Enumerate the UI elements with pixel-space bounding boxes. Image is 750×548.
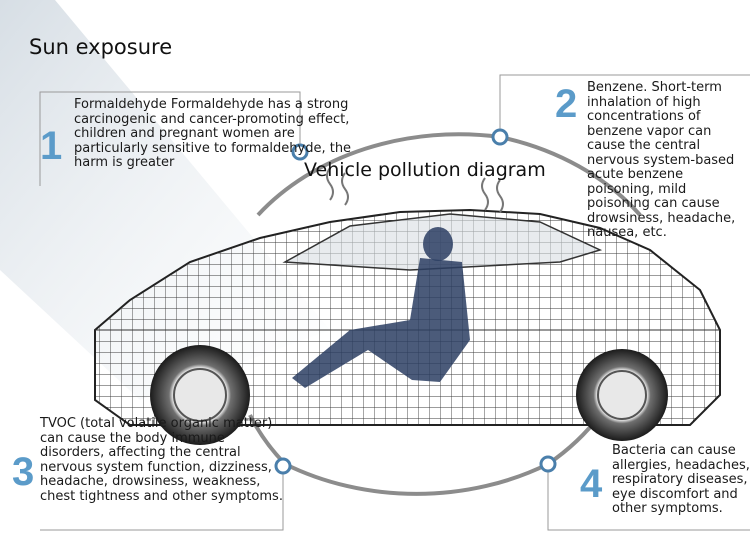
callout-benzene: Benzene. Short-term inhalation of high c… — [587, 80, 736, 241]
driver-silhouette — [292, 227, 470, 388]
callout-bacteria: Bacteria can cause allergies, headaches,… — [612, 443, 750, 517]
callout-number-3: 3 — [12, 450, 35, 494]
sun-exposure-heading: Sun exposure — [29, 35, 173, 59]
vapor-lines — [326, 167, 504, 213]
rear-wheel — [576, 349, 668, 441]
front-wheel — [150, 345, 250, 445]
diagram-title: Vehicle pollution diagram — [304, 159, 546, 181]
callout-tvoc: TVOC (total volatile organic matter) can… — [40, 416, 283, 504]
ring-nodes — [274, 128, 557, 475]
callout-formaldehyde: Formaldehyde Formaldehyde has a strong c… — [74, 97, 352, 171]
callout-number-4: 4 — [580, 462, 603, 506]
callout-connectors — [39, 74, 750, 531]
callout-number-1: 1 — [40, 124, 63, 168]
callout-number-2: 2 — [555, 82, 578, 126]
